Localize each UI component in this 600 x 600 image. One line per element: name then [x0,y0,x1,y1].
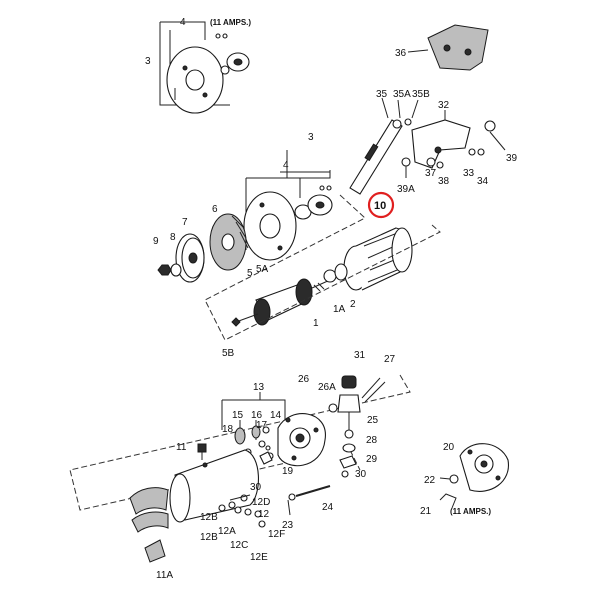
drive-end-housing [243,185,333,261]
label-17: 17 [256,420,268,431]
top-end-plate-group [159,21,250,114]
clip-11a [144,539,166,563]
label-12: 12 [258,509,270,520]
fan-6 [209,213,249,271]
label-1a: 1A [333,304,346,315]
label-12e: 12E [250,552,268,563]
label-39: 39 [506,153,518,164]
label-7: 7 [182,217,188,228]
label-12c: 12C [230,540,248,551]
highlight-label-10: 10 [374,200,386,212]
label-27: 27 [384,354,396,365]
label-12b-lower: 12B [200,532,218,543]
label-24: 24 [322,502,334,513]
label-36: 36 [395,48,407,59]
label-29: 29 [366,454,378,465]
label-30: 30 [355,469,367,480]
label-35b: 35B [412,89,430,100]
label-3-top: 3 [145,56,151,67]
label-4-mid: 4 [283,160,289,171]
label-37: 37 [425,168,437,179]
commutator-end-plate-20 [439,443,509,509]
label-39a: 39A [397,184,415,195]
label-25: 25 [367,415,379,426]
nut-washer-8-9 [157,263,182,277]
label-3-mid: 3 [308,132,314,143]
highlight-circle-10 [367,191,395,219]
label-5b: 5B [222,348,235,359]
mounting-bracket-36 [407,24,489,71]
label-6: 6 [212,204,218,215]
label-20-lower: 30 [250,482,262,493]
label-amps-bottom: (11 AMPS.) [450,507,491,516]
label-26: 26 [298,374,310,385]
bracket-4-top [160,21,206,40]
label-11: 11 [176,442,187,453]
label-31: 31 [354,350,366,361]
regulator-31-25 [328,375,386,478]
label-15: 15 [232,410,244,421]
label-18: 18 [222,424,234,435]
callout-labels: 4 (11 AMPS.) 3 36 35 35A 35B 32 39 39A 3… [145,17,518,581]
label-26a: 26A [318,382,336,393]
label-32: 32 [438,100,450,111]
label-34: 34 [477,176,489,187]
label-13: 13 [253,382,265,393]
label-21: 21 [420,506,432,517]
label-16: 16 [251,410,263,421]
label-4-top: 4 [180,17,186,28]
label-12b-upper: 12B [200,512,218,523]
label-35: 35 [376,89,388,100]
label-28: 28 [366,435,378,446]
bracket-32 [401,110,506,178]
label-12f: 12F [268,529,285,540]
label-amps-top: (11 AMPS.) [210,18,251,27]
label-8: 8 [170,232,176,243]
stator-10 [343,227,413,291]
label-23: 23 [282,520,294,531]
label-33: 33 [463,168,475,179]
brush-holder-housing [277,413,326,467]
pulley-7 [175,233,205,283]
through-bolt-24 [287,485,331,516]
label-12a: 12A [218,526,236,537]
field-coils [129,487,169,533]
label-35a: 35A [393,89,411,100]
label-20: 20 [443,442,455,453]
label-1: 1 [313,318,319,329]
label-5a: 5A [256,264,269,275]
label-22: 22 [424,475,436,486]
label-12d: 12D [252,497,270,508]
frame-11 [169,443,259,523]
label-2: 2 [350,299,356,310]
label-5: 5 [247,268,253,279]
label-14: 14 [270,410,282,421]
terminal-parts-12 [218,494,266,528]
label-11a: 11A [156,570,173,581]
label-19: 19 [282,466,294,477]
label-38: 38 [438,176,450,187]
adjusting-strap-35 [349,97,419,195]
label-9: 9 [153,236,159,247]
